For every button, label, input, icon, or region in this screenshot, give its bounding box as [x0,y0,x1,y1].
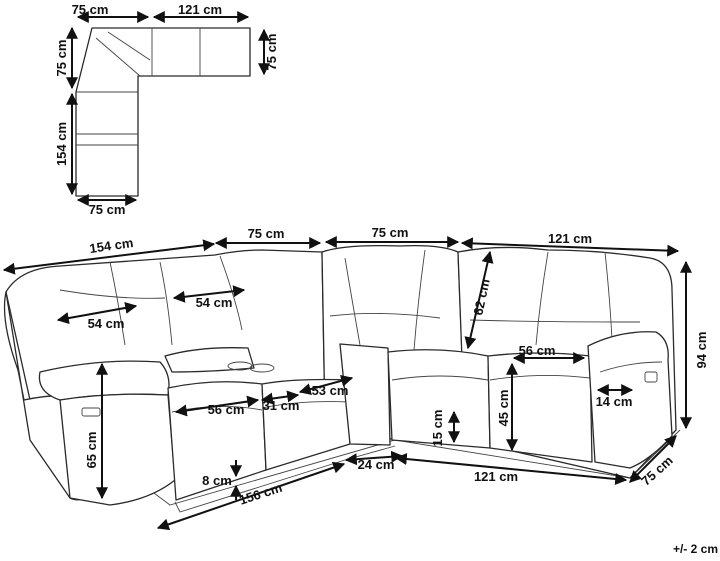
sofa-drawing [3,244,681,513]
top-width-bottom-label: 75 cm [89,202,126,217]
seat-thickness-label: 15 cm [430,410,445,447]
seat-width-c-label: 53 cm [312,383,349,398]
top-height-corner-label: 75 cm [54,40,69,77]
leg-height-label: 8 cm [202,473,232,488]
top-view-outline [75,27,251,197]
main-dimension-arrows [2,236,692,531]
main-dimension-labels: 154 cm 75 cm 75 cm 121 cm 54 cm 54 cm 62… [84,225,718,556]
len-75a-label: 75 cm [248,226,285,241]
arm-thickness-label: 14 cm [596,394,633,409]
top-height-left-label: 154 cm [54,122,69,166]
top-width-top-label: 121 cm [178,2,222,17]
arm-width-label: 56 cm [519,343,556,358]
len-75b-label: 75 cm [372,225,409,240]
seat-width-a-label: 54 cm [88,316,125,331]
seat-height-outer-label: 65 cm [84,432,99,469]
console [164,347,255,373]
top-view: 75 cm 121 cm 75 cm 75 cm 154 cm 75 cm [54,2,279,217]
console-width-label: 31 cm [263,398,300,413]
left-arm-front [59,393,176,506]
top-width-left-label: 75 cm [72,2,109,17]
seat-corner [339,343,391,446]
tolerance-label: +/- 2 cm [673,542,718,556]
total-height-label: 94 cm [694,332,709,369]
seat-depth-label: 56 cm [208,402,245,417]
seat-width-b-label: 54 cm [196,295,233,310]
len-right-label: 121 cm [548,231,592,246]
seat-height-label: 45 cm [496,390,511,427]
base-corner-label: 24 cm [358,457,395,472]
base-right-label: 121 cm [474,469,518,484]
len-left-label: 154 cm [88,235,134,256]
back-height-label: 62 cm [470,277,492,316]
top-height-right-label: 75 cm [264,34,279,71]
